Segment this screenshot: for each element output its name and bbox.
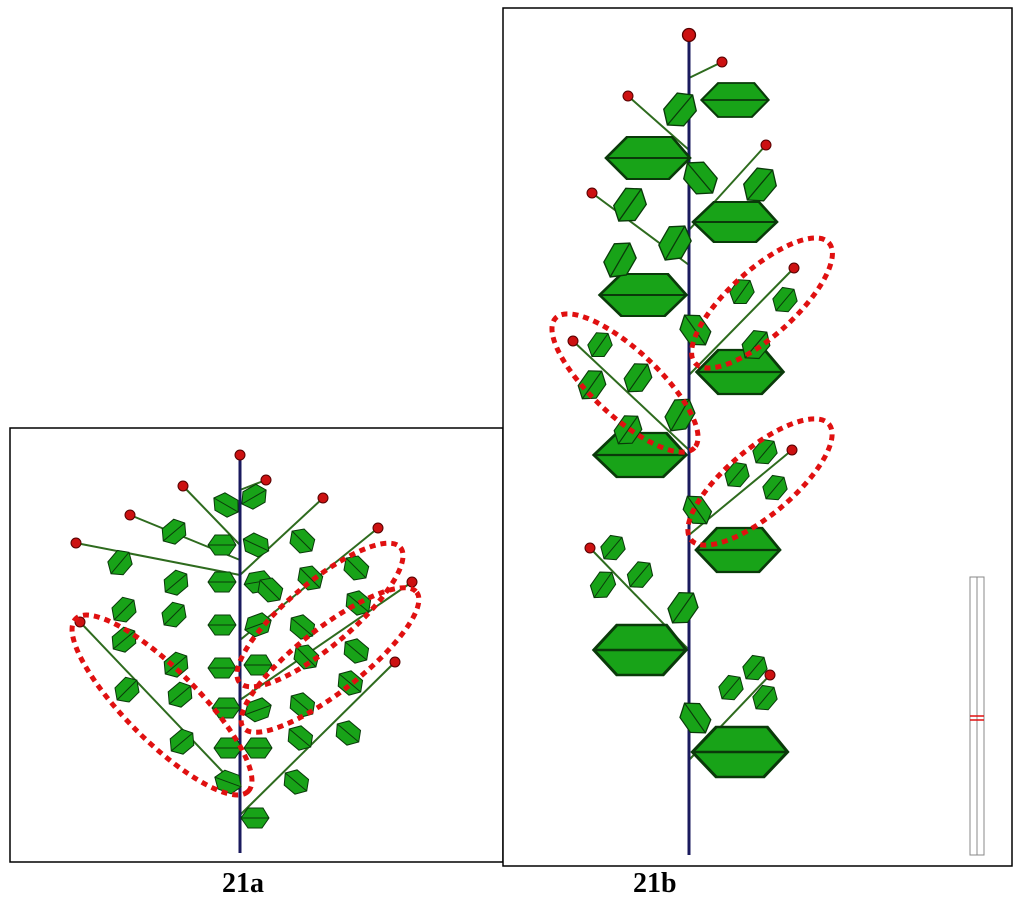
panel-21a: [9, 427, 504, 863]
panel-21b: [502, 7, 1013, 867]
caption-21b: 21b: [633, 868, 677, 899]
scale-bar-icon: [969, 576, 985, 856]
caption-21a: 21a: [222, 868, 264, 899]
panel-21b-frame: [502, 7, 1013, 867]
panel-21a-highlights: [69, 540, 422, 798]
